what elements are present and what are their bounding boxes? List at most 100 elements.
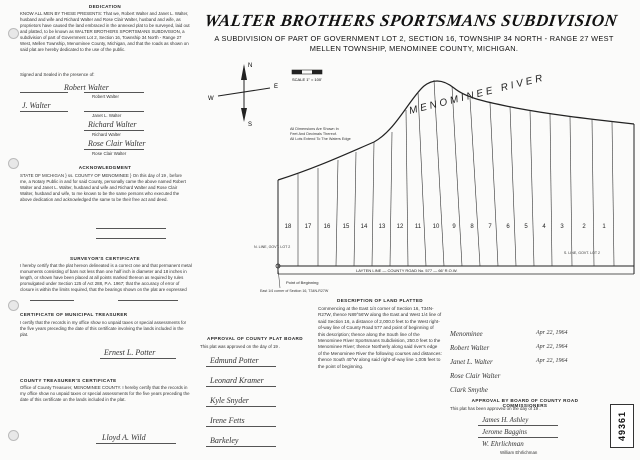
binder-hole xyxy=(8,300,19,311)
lot-number: 6 xyxy=(506,224,510,230)
signature-secretary: Barkeley xyxy=(210,436,239,445)
south-line-label: S. LINE, GOVT. LOT 2 xyxy=(564,251,600,255)
county-treasurer-text: Office of County Treasurer, MENOMINEE CO… xyxy=(20,385,190,402)
signature-line xyxy=(206,446,276,447)
signer-name: Rose Clair Walter xyxy=(92,151,127,156)
lot-number: 8 xyxy=(470,224,474,230)
signature-treasurer: Ernest L. Potter xyxy=(104,348,156,357)
lot-number: 4 xyxy=(542,224,546,230)
road-commissioner-name: William Ehrlichman xyxy=(500,450,538,455)
north-line-label: N. LINE, GOVT. LOT 2 xyxy=(254,245,290,249)
scale-label: SCALE 1" = 100' xyxy=(292,77,322,82)
signature-line xyxy=(84,92,144,93)
road-commission-text: This plat has been approved on the day o… xyxy=(450,406,541,411)
register-date: Apr 22, 1964 xyxy=(536,344,568,350)
description-heading: DESCRIPTION OF LAND PLATTED xyxy=(337,298,423,303)
scale-bar: SCALE 1" = 100' xyxy=(291,69,323,82)
lot-number: 16 xyxy=(324,224,331,230)
signature-line xyxy=(96,238,166,239)
lot-number: 12 xyxy=(397,224,404,230)
compass-e: E xyxy=(274,84,278,90)
signer-name: Richard Walter xyxy=(92,132,121,137)
lot-number: 13 xyxy=(379,224,386,230)
lot-number: 9 xyxy=(452,224,456,230)
corner-label: East 1/4 corner of Section 16, T34N-R27W xyxy=(260,289,329,293)
pob-label: Point of Beginning xyxy=(286,280,318,285)
compass-w: W xyxy=(208,96,214,102)
signature-line xyxy=(100,358,176,359)
lot-number: 15 xyxy=(343,224,350,230)
signature-janet: J. Walter xyxy=(22,101,51,110)
north-arrow-icon: N S W E xyxy=(208,63,278,128)
signature-road-member: Jerome Baggins xyxy=(482,428,528,436)
lot-number: 17 xyxy=(305,224,312,230)
signature-chairman: Edmund Potter xyxy=(210,356,259,365)
signature-line xyxy=(478,437,558,438)
signature-rose: Rose Clair Walter xyxy=(88,139,146,148)
subtitle-line-2: MELLEN TOWNSHIP, MENOMINEE COUNTY, MICHI… xyxy=(309,44,519,53)
surveyor-heading: SURVEYOR'S CERTIFICATE xyxy=(70,256,140,261)
lot-number-labels: 18 17 16 15 14 13 12 11 10 9 8 7 6 5 4 3… xyxy=(285,224,607,230)
lot-number: 10 xyxy=(433,224,440,230)
lot-number: 14 xyxy=(361,224,368,230)
signature-line xyxy=(206,366,276,367)
lot-number: 7 xyxy=(488,224,492,230)
compass-n: N xyxy=(248,63,252,69)
road-commission-heading: APPROVAL BY BOARD OF COUNTY ROAD COMMISS… xyxy=(471,398,579,408)
signed-label: Signed and Sealed in the presence of: xyxy=(20,72,95,77)
binder-hole xyxy=(8,28,19,39)
county-treasurer-heading: COUNTY TREASURER'S CERTIFICATE xyxy=(20,378,117,383)
lot-number: 1 xyxy=(602,224,606,230)
lot-lines xyxy=(297,79,615,267)
map-note: All Dimensions Are Shown In Feet And Dec… xyxy=(290,127,351,141)
signer-name: Robert Walter xyxy=(92,94,119,99)
acknowledgment-text: STATE OF MICHIGAN } ss. COUNTY OF MENOMI… xyxy=(20,173,186,202)
signature-line xyxy=(20,111,68,112)
signature-robert: Robert Walter xyxy=(64,83,109,92)
signature-line xyxy=(96,228,166,229)
compass-s: S xyxy=(248,122,252,128)
municipal-treasurer-heading: CERTIFICATE OF MUNICIPAL TREASURER xyxy=(20,312,128,317)
signature-clerk: Irene Fetts xyxy=(210,416,245,425)
subtitle-line-1: A SUBDIVISION OF PART OF GOVERNMENT LOT … xyxy=(214,34,614,43)
binder-hole xyxy=(8,158,19,169)
recording-stamp: 49361 xyxy=(610,404,634,448)
signature-richard: Richard Walter xyxy=(88,120,137,129)
acknowledgment-heading: ACKNOWLEDGMENT xyxy=(78,165,132,170)
lot-number: 11 xyxy=(415,224,422,230)
signature-line xyxy=(84,111,144,112)
plat-board-text: This plat was approved on the day of 19 … xyxy=(200,344,281,349)
signature-road-chairman: James H. Ashley xyxy=(482,416,529,424)
signature-line xyxy=(478,425,558,426)
signature-county-treasurer: Lloyd A. Wild xyxy=(102,433,146,442)
signature-line xyxy=(206,386,276,387)
register-entry: Rose Clair Walter xyxy=(450,372,501,380)
register-date: Apr 22, 1964 xyxy=(536,330,568,336)
signature-road-member: W. Ehrlichman xyxy=(482,440,524,448)
signer-name: Janet L. Walter xyxy=(92,113,122,118)
road-label: LAYTEN LINE — COUNTY ROAD No. 577 — 66' … xyxy=(356,268,458,273)
plat-subtitle: A SUBDIVISION OF PART OF GOVERNMENT LOT … xyxy=(214,34,614,54)
signature-register: Leonard Kramer xyxy=(210,376,264,385)
plat-map: N S W E SCALE 1" = 100' All Dimensions A… xyxy=(208,63,635,293)
plat-board-heading: APPROVAL OF COUNTY PLAT BOARD xyxy=(207,336,303,341)
dedication-text: KNOW ALL MEN BY THESE PRESENTS: That we,… xyxy=(20,11,190,52)
signature-line xyxy=(84,130,144,131)
signature-line xyxy=(206,406,276,407)
signature-line xyxy=(20,92,68,93)
signature-line xyxy=(30,300,74,301)
binder-hole xyxy=(8,430,19,441)
lot-number: 18 xyxy=(285,224,292,230)
register-date: Apr 22, 1964 xyxy=(536,358,568,364)
lot-number: 2 xyxy=(582,224,586,230)
municipal-treasurer-text: I certify that the records in my office … xyxy=(20,320,187,337)
lot-number: 3 xyxy=(560,224,564,230)
signature-line xyxy=(206,426,276,427)
signature-line xyxy=(118,300,178,301)
register-entry: Clark Smythe xyxy=(450,386,488,394)
surveyor-text: I hereby certify that the plat hereon de… xyxy=(20,263,192,292)
signature-member: Kyle Snyder xyxy=(210,396,249,405)
plat-title: WALTER BROTHERS SPORTSMANS SUBDIVISION xyxy=(203,11,619,30)
leader-line xyxy=(277,267,281,289)
